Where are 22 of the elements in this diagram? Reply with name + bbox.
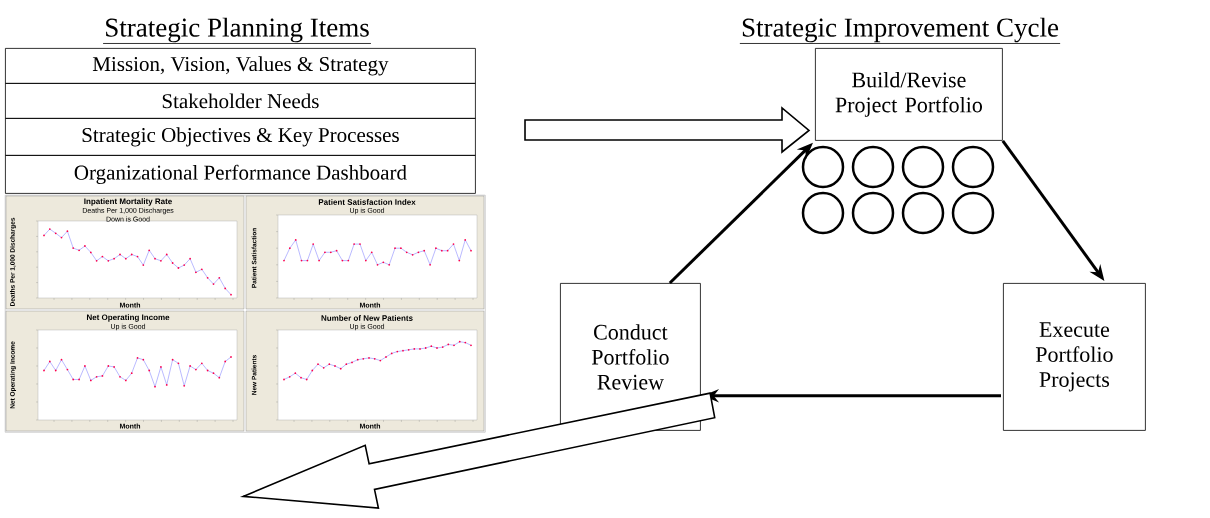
block-arrow bbox=[524, 106, 811, 154]
block-arrow bbox=[239, 392, 716, 509]
table-row: Mission, Vision, Values & Strategy bbox=[5, 48, 476, 84]
process-box: Build/Revise Project Portfolio bbox=[815, 48, 1003, 141]
circle bbox=[801, 191, 845, 235]
circle bbox=[951, 145, 995, 189]
chart-title: Net Operating Income bbox=[87, 314, 170, 322]
circle bbox=[901, 191, 945, 235]
chart-title: Patient Satisfaction Index bbox=[318, 199, 416, 205]
circle bbox=[851, 145, 895, 189]
chart-title: Inpatient Mortality Rate bbox=[84, 198, 172, 206]
table-row: Strategic Objectives & Key Processes bbox=[5, 118, 476, 156]
process-box: Execute Portfolio Projects bbox=[1003, 283, 1146, 431]
circle bbox=[901, 145, 945, 189]
circle bbox=[851, 191, 895, 235]
table-row: Organizational Performance Dashboard bbox=[5, 155, 476, 194]
heading: Strategic Improvement Cycle bbox=[739, 17, 1061, 44]
circle bbox=[801, 145, 845, 189]
chart-title: Number of New Patients bbox=[321, 315, 413, 321]
heading: Strategic Planning Items bbox=[102, 17, 372, 44]
table-row: Stakeholder Needs bbox=[5, 83, 476, 119]
circle bbox=[951, 191, 995, 235]
